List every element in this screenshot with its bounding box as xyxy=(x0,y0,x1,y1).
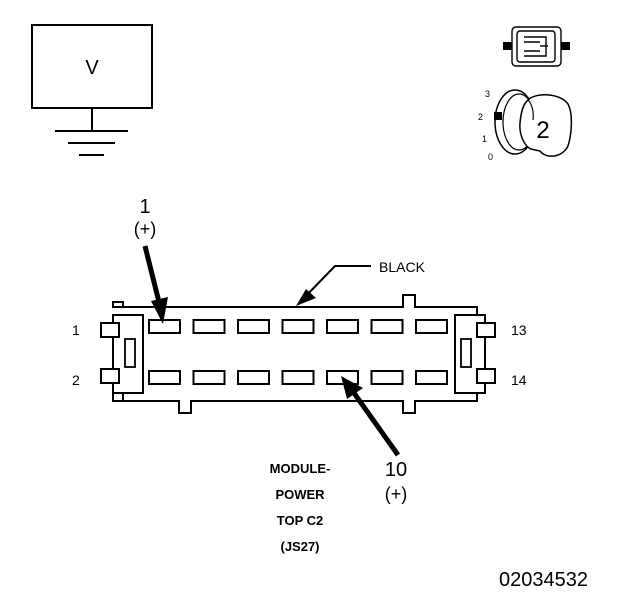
row-label-right-top: 13 xyxy=(511,322,527,338)
ignition-switch-icon: 3 2 1 0 2 xyxy=(478,89,573,162)
ignition-position-marker xyxy=(494,112,502,120)
ignition-position-3: 3 xyxy=(485,89,490,99)
ignition-position-0: 0 xyxy=(488,152,493,162)
connector-name: MODULE- POWER TOP C2 (JS27) xyxy=(270,461,331,554)
row-label-left-top: 1 xyxy=(72,322,80,338)
terminal-cavity xyxy=(192,319,226,334)
connector-cavities xyxy=(148,319,448,385)
terminal-cavity xyxy=(237,370,270,385)
color-callout-arrowhead xyxy=(296,289,316,306)
probe-pin-10: 10 (+) xyxy=(341,376,407,504)
ignition-position-1: 1 xyxy=(482,134,487,144)
terminal-cavity xyxy=(370,370,404,385)
ignition-position-2: 2 xyxy=(478,112,483,122)
terminal-cavity xyxy=(148,319,181,334)
figure-id: 02034532 xyxy=(499,569,588,591)
ignition-selected-position: 2 xyxy=(536,117,549,144)
connector-color-label: BLACK xyxy=(379,259,426,275)
probe-pin-10-arrowhead xyxy=(341,376,363,399)
connector-name-line-2: POWER xyxy=(275,487,325,502)
voltmeter-symbol: V xyxy=(85,57,99,79)
voltmeter: V xyxy=(31,24,153,156)
terminal-cavity xyxy=(281,370,315,385)
ground-icon xyxy=(55,108,128,156)
terminal-cavity xyxy=(237,319,270,334)
probe-pin-10-polarity: (+) xyxy=(385,484,408,504)
connector-name-line-4: (JS27) xyxy=(280,539,319,554)
terminal-cavity xyxy=(326,319,359,334)
row-label-left-bottom: 2 xyxy=(72,372,80,388)
terminal-cavity xyxy=(415,370,448,385)
connector-body xyxy=(112,294,478,414)
probe-pin-1-number: 1 xyxy=(139,196,150,218)
terminal-cavity xyxy=(192,370,226,385)
ignition-key-icon xyxy=(503,26,570,67)
terminal-cavity xyxy=(415,319,448,334)
terminal-cavity xyxy=(148,370,181,385)
voltmeter-box xyxy=(31,24,153,109)
color-callout: BLACK xyxy=(296,259,426,306)
probe-pin-1: 1 (+) xyxy=(134,196,168,324)
connector-name-line-3: TOP C2 xyxy=(277,513,323,528)
connector xyxy=(100,294,496,414)
probe-pin-1-polarity: (+) xyxy=(134,219,157,239)
terminal-cavity xyxy=(281,319,315,334)
probe-pin-1-arrowhead xyxy=(151,297,168,324)
row-label-right-bottom: 14 xyxy=(511,372,527,388)
connector-name-line-1: MODULE- xyxy=(270,461,331,476)
probe-pin-10-number: 10 xyxy=(385,459,407,481)
terminal-cavity xyxy=(370,319,404,334)
